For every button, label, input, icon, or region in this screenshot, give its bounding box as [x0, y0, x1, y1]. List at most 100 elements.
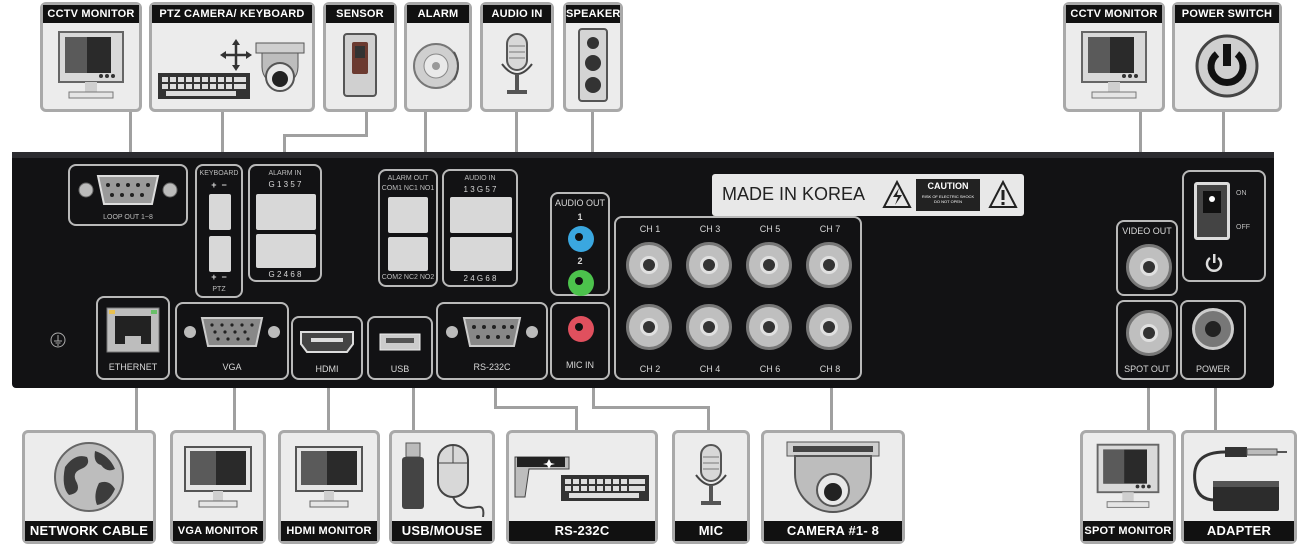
- power-switch-box: POWER SWITCH: [1172, 2, 1282, 112]
- usb-mouse-label: USB/MOUSE: [392, 521, 492, 541]
- vga-port[interactable]: [182, 312, 282, 352]
- alarm-in-bottom-pins: G 2 4 6 8: [268, 270, 302, 279]
- usb-mouse-icon: [402, 442, 485, 517]
- standby-icon: [1205, 254, 1223, 272]
- ptz-keyboard-box: PTZ CAMERA/ KEYBOARD: [149, 2, 315, 112]
- bnc-ch1[interactable]: [626, 242, 672, 288]
- ch-bottom-4: CH 4: [699, 364, 721, 374]
- rs232c-device-label: RS-232C: [509, 521, 655, 541]
- camera-box: CAMERA #1- 8: [761, 430, 905, 544]
- bnc-ch7[interactable]: [806, 242, 852, 288]
- ch-top-5: CH 5: [759, 224, 781, 234]
- microphone-icon: [501, 33, 533, 94]
- exclamation-triangle-icon: [988, 180, 1018, 208]
- audio-in-terminal-top[interactable]: [450, 197, 512, 233]
- hdmi-group: HDMI: [291, 316, 363, 380]
- usb-label: USB: [390, 364, 410, 374]
- audio-in-bottom-pins: 2 4 G 6 8: [463, 274, 497, 283]
- hdmi-port[interactable]: [297, 328, 357, 356]
- power-switch-label: POWER SWITCH: [1175, 5, 1279, 23]
- cctv-monitor-label: CCTV MONITOR: [43, 5, 139, 23]
- alarm-in-terminal-top[interactable]: [256, 194, 316, 230]
- caution-sub2: DO NOT OPEN: [934, 199, 962, 204]
- vga-label: VGA: [222, 362, 242, 372]
- loop-out-group: LOOP OUT 1~8: [68, 164, 188, 226]
- audio-out-label: AUDIO OUT: [554, 198, 605, 208]
- vga-monitor-label: VGA MONITOR: [173, 521, 263, 541]
- video-out-group: VIDEO OUT: [1116, 220, 1178, 296]
- bnc-ch4[interactable]: [686, 304, 732, 350]
- sensor-label: SENSOR: [326, 5, 394, 23]
- alarm-in-group: ALARM IN G 1 3 5 7 G 2 4 6 8: [248, 164, 322, 282]
- video-out-label: VIDEO OUT: [1122, 226, 1172, 236]
- db15-connector[interactable]: [76, 170, 180, 210]
- keyboard-terminal[interactable]: [209, 194, 231, 230]
- microphone-icon: [695, 444, 727, 505]
- usb-mouse-box: USB/MOUSE: [389, 430, 495, 544]
- warning-triangle-icon: [882, 180, 912, 208]
- alarm-out-bottom-pins: COM2 NC2 NO2: [381, 274, 435, 281]
- speaker-box: SPEAKER: [563, 2, 623, 112]
- power-switch-group: ON OFF: [1182, 170, 1266, 282]
- caution-sub1: RISK OF ELECTRIC SHOCK: [921, 194, 975, 199]
- dvr-rear-panel: LOOP OUT 1~8 KEYBOARD + − + − PTZ ALARM …: [12, 152, 1274, 388]
- monitor-icon: [295, 446, 363, 508]
- audio-in-group: AUDIO IN 1 3 G 5 7 2 4 G 6 8: [442, 169, 518, 287]
- audio-out-2-label: 2: [577, 256, 583, 266]
- sensor-icon: [343, 33, 377, 97]
- adapter-icon: [1193, 447, 1287, 511]
- bnc-ch2[interactable]: [626, 304, 672, 350]
- audio-out-2-jack[interactable]: [568, 270, 594, 296]
- network-cable-box: NETWORK CABLE: [22, 430, 156, 544]
- hdmi-label: HDMI: [315, 364, 339, 374]
- alarm-icon: [413, 43, 459, 89]
- speaker-label: SPEAKER: [566, 5, 620, 23]
- alarm-in-top-pins: G 1 3 5 7: [268, 180, 302, 189]
- alarm-out-terminal-bottom[interactable]: [388, 237, 428, 271]
- loop-out-label: LOOP OUT 1~8: [103, 214, 153, 221]
- rj45-port[interactable]: [105, 306, 161, 354]
- power-icon: [1195, 34, 1259, 98]
- mic-in-group: MIC IN: [550, 302, 610, 380]
- rocker-switch[interactable]: [1194, 182, 1230, 240]
- ptz-terminal[interactable]: [209, 236, 231, 272]
- power-din-port[interactable]: [1192, 308, 1234, 350]
- bnc-ch6[interactable]: [746, 304, 792, 350]
- cctv-monitor-right-box: CCTV MONITOR: [1063, 2, 1165, 112]
- ptz-keyboard-label: PTZ CAMERA/ KEYBOARD: [152, 5, 312, 23]
- audio-in-label: AUDIO IN: [483, 5, 551, 23]
- alarm-out-group: ALARM OUT COM1 NC1 NO1 COM2 NC2 NO2: [378, 169, 438, 287]
- alarm-in-terminal-bottom[interactable]: [256, 234, 316, 268]
- power-label: POWER: [1195, 364, 1230, 374]
- made-in-label: MADE IN KOREA: [722, 184, 866, 204]
- rs232-keyboard-icon: [514, 456, 649, 501]
- bnc-video-out[interactable]: [1126, 244, 1172, 290]
- bnc-ch3[interactable]: [686, 242, 732, 288]
- keyboard-ptz-group: KEYBOARD + − + − PTZ: [195, 164, 243, 298]
- audio-in-terminal-bottom[interactable]: [450, 237, 512, 271]
- bnc-spot-out[interactable]: [1126, 310, 1172, 356]
- ch-top-1: CH 1: [639, 224, 661, 234]
- sensor-box: SENSOR: [323, 2, 397, 112]
- spot-out-label: SPOT OUT: [1124, 364, 1170, 374]
- alarm-out-terminal-top[interactable]: [388, 197, 428, 233]
- audio-out-1-jack[interactable]: [568, 226, 594, 252]
- usb-port[interactable]: [378, 330, 422, 354]
- bnc-ch8[interactable]: [806, 304, 852, 350]
- ptz-label: PTZ: [212, 286, 226, 293]
- spot-monitor-box: SPOT MONITOR: [1080, 430, 1176, 544]
- rs232c-port[interactable]: [444, 312, 540, 352]
- spot-out-group: SPOT OUT: [1116, 300, 1178, 380]
- rs232c-group: RS-232C: [436, 302, 548, 380]
- alarm-out-label: ALARM OUT: [387, 175, 429, 182]
- ch-bottom-8: CH 8: [819, 364, 841, 374]
- ch-top-3: CH 3: [699, 224, 721, 234]
- audio-in-top-pins: 1 3 G 5 7: [463, 185, 497, 194]
- cctv-monitor-box: CCTV MONITOR: [40, 2, 142, 112]
- alarm-out-top-pins: COM1 NC1 NO1: [381, 185, 435, 192]
- rs232c-label: RS-232C: [473, 362, 511, 372]
- switch-off-label: OFF: [1236, 224, 1250, 231]
- bnc-ch5[interactable]: [746, 242, 792, 288]
- ground-icon: [50, 332, 66, 348]
- mic-in-jack[interactable]: [568, 316, 594, 342]
